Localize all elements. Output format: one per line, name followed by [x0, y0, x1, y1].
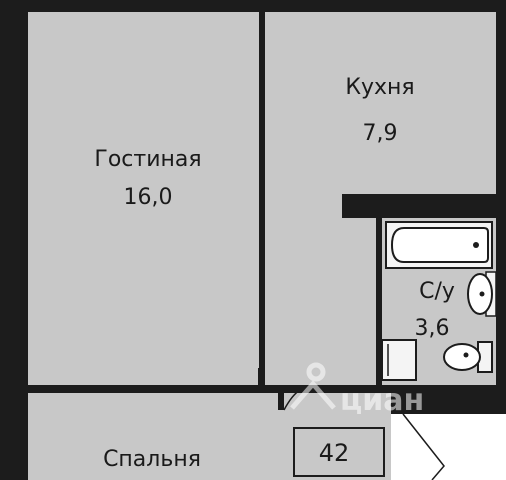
kitchen-area: 7,9: [363, 121, 398, 146]
entry-floor: [391, 414, 506, 480]
bath-left-wall: [376, 218, 382, 270]
bath-left-wall-lower: [376, 332, 382, 385]
kitchen-label: Кухня: [345, 75, 414, 100]
bedroom-label: Спальня: [103, 447, 201, 472]
bath-bottom-wall: [366, 385, 506, 393]
kitchen-bath-wall: [342, 194, 496, 218]
bedroom-door-icon: [283, 389, 301, 411]
living-kitchen-wall: [259, 12, 265, 274]
bedroom-top-wall-stub: [258, 368, 264, 393]
bedroom-top-wall: [28, 385, 262, 393]
bathtub-icon: [385, 221, 493, 269]
hallway-floor: [265, 194, 376, 385]
toilet-icon: [443, 341, 493, 373]
entry-door-icon: [402, 413, 445, 480]
bedroom-door-post: [278, 385, 284, 410]
kitchen-floor: [265, 12, 496, 194]
bathroom-area: 3,6: [415, 316, 450, 341]
bathroom-label: С/у: [419, 279, 455, 304]
washing-machine-icon: [381, 339, 417, 381]
living-room-area: 16,0: [124, 185, 173, 210]
watermark-text: циан: [340, 383, 424, 418]
sink-icon: [467, 271, 497, 317]
bedroom-top-wall-right: [280, 385, 390, 393]
cian-house-icon: [290, 362, 336, 410]
living-room-floor: [28, 12, 259, 385]
entry-column: [391, 393, 415, 414]
watermark: циан: [290, 362, 424, 418]
unit-number-label: 42: [319, 439, 350, 467]
living-room-label: Гостиная: [94, 147, 201, 172]
unit-number-box: 42: [293, 427, 385, 477]
